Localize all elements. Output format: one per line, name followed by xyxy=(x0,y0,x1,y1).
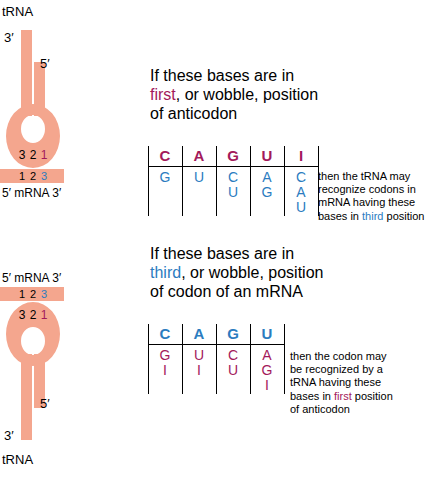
base-position-number: 2 xyxy=(30,148,37,162)
trna-molecule: 321 xyxy=(6,28,60,170)
result-text: then the codon may be recognized by a tR… xyxy=(290,350,400,416)
anticodon-loop xyxy=(6,302,60,366)
table-rule xyxy=(148,146,149,216)
table-cell-base: U xyxy=(192,170,206,185)
table-header-base: G xyxy=(226,326,240,341)
base-position-number: 3 xyxy=(41,287,47,301)
mrna-label: 5′ mRNA 3′ xyxy=(2,271,61,285)
trna-group xyxy=(6,302,60,440)
mrna-strand: 123 xyxy=(0,287,64,301)
condition-text: If these bases are inthird, or wobble, p… xyxy=(150,244,330,302)
trna-strand xyxy=(21,30,32,116)
result-text: then the tRNA may recognize codons in mR… xyxy=(318,170,428,223)
trna-molecule: 321 xyxy=(6,300,60,442)
table-rule xyxy=(182,324,183,394)
table-cell-base: G xyxy=(158,170,172,185)
table-rule xyxy=(284,324,285,394)
mrna-label: 5′ mRNA 3′ xyxy=(2,186,61,200)
sentence-text: position xyxy=(387,210,425,222)
table-cell-base: C U xyxy=(226,170,240,200)
base-position-number: 2 xyxy=(30,169,36,183)
table-header-base: C xyxy=(158,148,172,163)
table-rule xyxy=(284,146,285,216)
table-rule xyxy=(148,324,149,394)
table-rule xyxy=(250,324,251,394)
end-label: 3′ xyxy=(4,30,14,45)
highlighted-word: first xyxy=(334,390,352,402)
table-rule xyxy=(148,166,318,167)
table-cell-base: U I xyxy=(192,348,206,378)
table-cell-base: G I xyxy=(158,348,172,378)
table-rule xyxy=(182,146,183,216)
base-position-number: 3 xyxy=(41,169,47,183)
base-position-number: 3 xyxy=(19,148,26,162)
condition-text: If these bases are infirst, or wobble, p… xyxy=(150,66,330,124)
base-position-number: 1 xyxy=(19,169,25,183)
table-header-base: I xyxy=(294,148,308,163)
table-rule xyxy=(216,146,217,216)
base-position-number: 1 xyxy=(41,308,48,322)
end-label: 5′ xyxy=(40,56,50,71)
base-position-number: 2 xyxy=(30,308,37,322)
sentence-text: , or wobble, position of anticodon xyxy=(150,86,318,122)
highlighted-word: first xyxy=(150,86,176,103)
trna-strand xyxy=(21,354,32,440)
mrna-strand: 123 xyxy=(0,169,64,183)
molecule-label: tRNA xyxy=(2,452,33,467)
base-position-number: 1 xyxy=(41,148,48,162)
table-cell-base: A G I xyxy=(260,348,274,393)
base-position-number: 1 xyxy=(19,287,25,301)
table-header-base: U xyxy=(260,148,274,163)
molecule-label: tRNA xyxy=(2,4,33,19)
sentence-text: If these bases are in xyxy=(150,244,330,263)
table-rule xyxy=(250,146,251,216)
end-label: 5′ xyxy=(40,396,50,411)
base-position-number: 2 xyxy=(30,287,36,301)
trna-group xyxy=(6,30,60,168)
table-header-base: G xyxy=(226,148,240,163)
sentence-text: If these bases are in xyxy=(150,66,330,85)
anticodon-loop xyxy=(6,104,60,168)
end-label: 3′ xyxy=(4,428,14,443)
highlighted-word: third xyxy=(362,210,383,222)
table-header-base: C xyxy=(158,326,172,341)
table-cell-base: C A U xyxy=(294,170,308,215)
table-header-base: A xyxy=(192,326,206,341)
table-header-base: U xyxy=(260,326,274,341)
base-position-number: 3 xyxy=(19,308,26,322)
table-header-base: A xyxy=(192,148,206,163)
highlighted-word: third xyxy=(150,264,181,281)
table-cell-base: A G xyxy=(260,170,274,200)
table-rule xyxy=(216,324,217,394)
table-cell-base: C U xyxy=(226,348,240,378)
